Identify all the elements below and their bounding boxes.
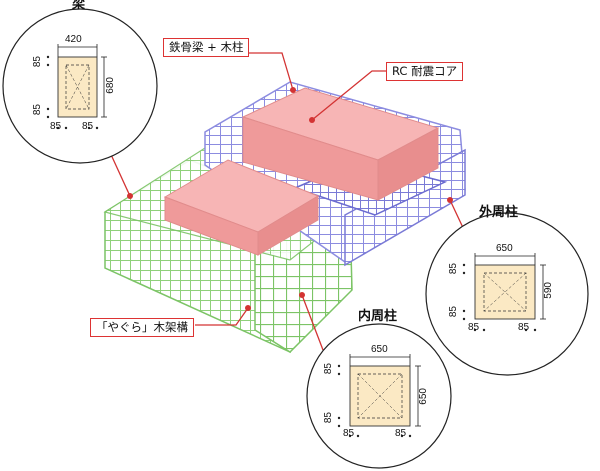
inner-col-title: 内周柱	[358, 309, 398, 324]
inner-col-section	[337, 354, 421, 438]
inner-col-top-cover-dim: 85	[323, 363, 334, 375]
inner-col-height-dim: 650	[418, 388, 429, 405]
beam-height-dim: 680	[105, 77, 116, 94]
steel-beam-label: 鉄骨梁 + 木柱	[163, 38, 250, 57]
callout-dot-rc	[309, 117, 315, 123]
outer-col-right-cover-dim: 85	[518, 322, 530, 333]
rc-core-lower-right	[257, 195, 319, 256]
callout-dot-yagura	[245, 305, 251, 311]
outer-col-title: 外周柱	[479, 205, 519, 220]
beam-section-rect	[57, 56, 98, 118]
beam-right-cover-dim: 85	[82, 121, 94, 132]
outer-col-bottom-cover-dim: 85	[448, 306, 459, 318]
callout-line-yagura	[195, 307, 249, 326]
callout-line-inner	[301, 294, 324, 351]
callout-line-steel	[248, 52, 294, 91]
outer-col-left-cover-dim: 85	[468, 322, 480, 333]
inner-col-right-cover-dim: 85	[395, 428, 407, 439]
beam-width-dim: 420	[65, 34, 82, 45]
callout-dot-outer	[447, 197, 453, 203]
outer-col-section	[462, 253, 546, 332]
yagura-label: 「やぐら」木架構	[90, 318, 194, 337]
rc-core-label: RC 耐震コア	[386, 62, 464, 81]
callout-dot-inner	[299, 292, 305, 298]
inner-col-width-dim: 650	[371, 344, 388, 355]
beam-section	[46, 44, 107, 130]
structure-model	[103, 81, 466, 354]
inner-col-left-cover-dim: 85	[343, 428, 355, 439]
inner-col-bottom-cover-dim: 85	[323, 412, 334, 424]
rc-core-upper-right	[377, 127, 439, 201]
callout-line-rc	[311, 70, 386, 121]
outer-col-width-dim: 650	[496, 243, 513, 254]
beam-title: 梁	[72, 0, 86, 12]
callout-dot-steel	[290, 87, 296, 93]
callout-dot-beam	[127, 193, 133, 199]
outer-col-top-cover-dim: 85	[448, 263, 459, 275]
outer-col-height-dim: 590	[543, 282, 554, 299]
beam-top-cover-dim: 85	[32, 56, 43, 68]
beam-bottom-cover-dim: 85	[32, 104, 43, 116]
beam-left-cover-dim: 85	[50, 121, 62, 132]
